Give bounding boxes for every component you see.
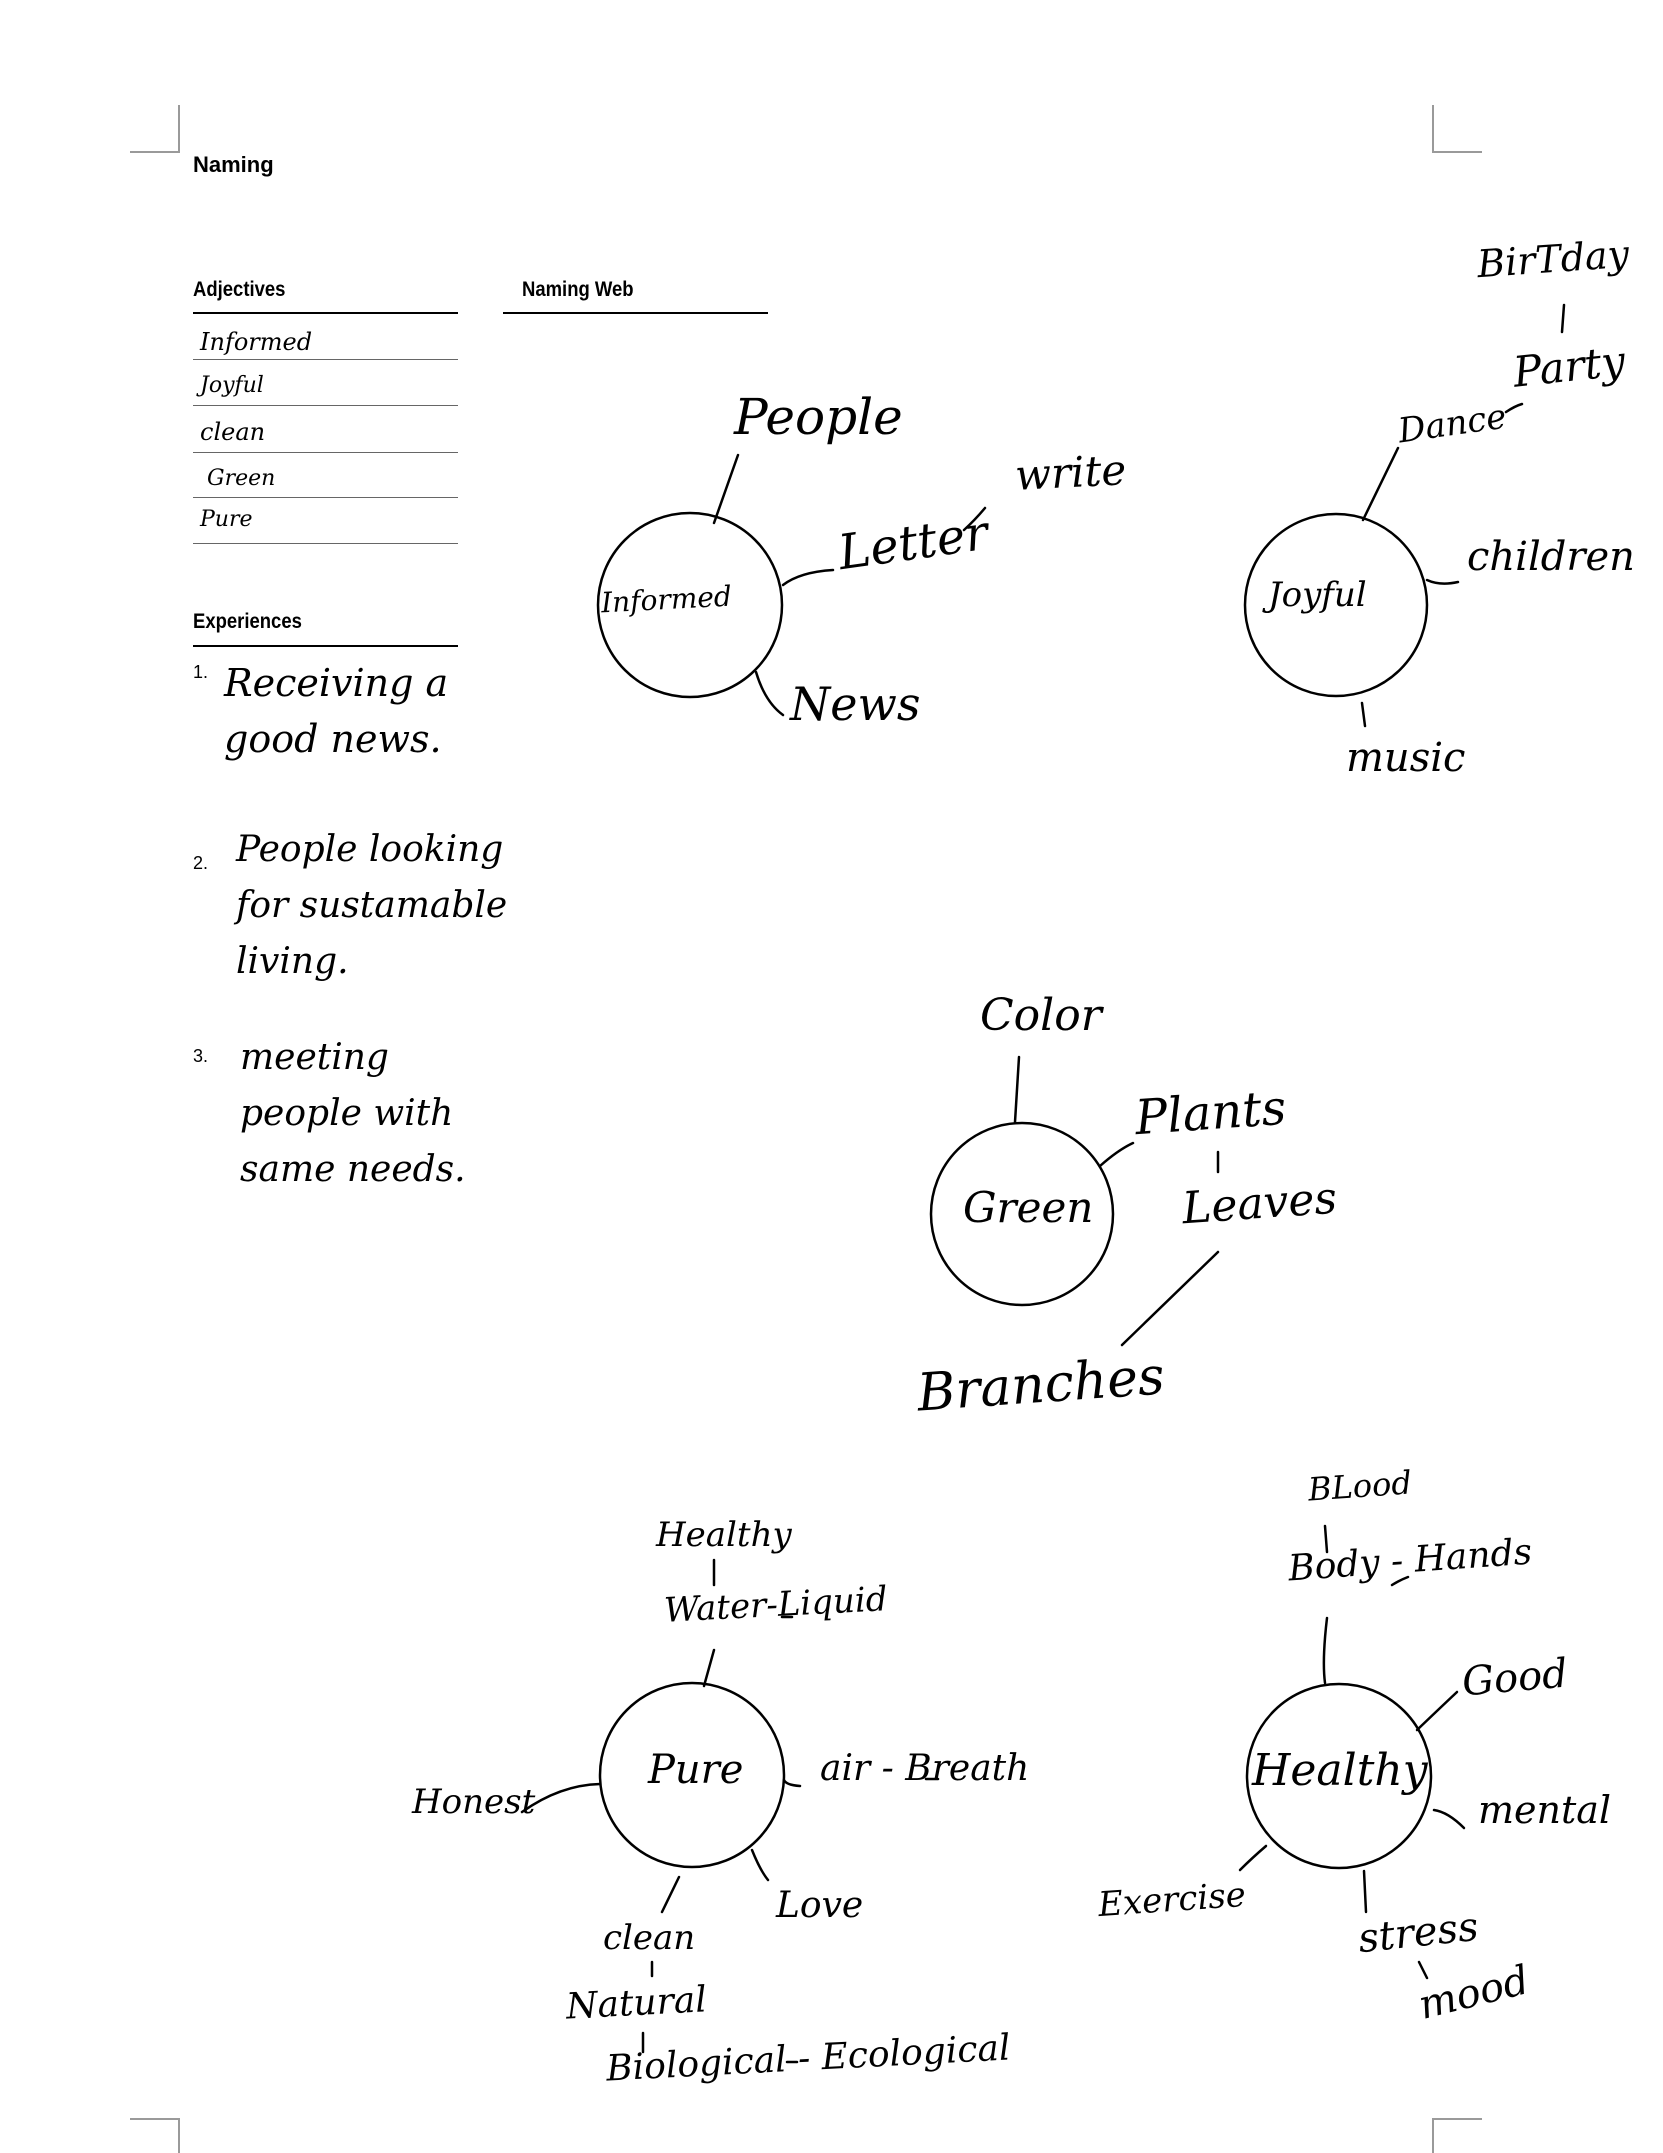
crop-mark-top-right [1432, 105, 1482, 153]
node-label: Healthy [656, 1515, 792, 1555]
connector-line [712, 453, 740, 525]
hub-circle-green [929, 1121, 1115, 1307]
connector-line [1415, 1690, 1459, 1732]
hub-label-pure: Pure [648, 1747, 744, 1793]
hub-label-informed: Informed [600, 579, 733, 620]
page-title: Naming [193, 152, 274, 177]
node-label: mental [1478, 1788, 1612, 1832]
hub-circle-pure [598, 1681, 786, 1869]
crop-mark-bottom-right [1432, 2118, 1482, 2153]
node-label: Good [1460, 1650, 1570, 1706]
node-label: Honest [412, 1782, 536, 1822]
adjective-item: clean [200, 418, 266, 446]
connector-line [782, 1778, 802, 1788]
adjective-line [193, 405, 458, 406]
node-label: BLood [1306, 1463, 1413, 1509]
node-label: music [1346, 735, 1466, 781]
adjective-item: Pure [200, 507, 253, 532]
adjectives-rule [193, 312, 458, 314]
hub-circle-healthy [1245, 1682, 1433, 1870]
experience-text: People looking for sustamable living. [236, 829, 508, 982]
experience-number: 2. [193, 853, 209, 873]
adjective-line [193, 452, 458, 453]
adjective-item: Joyful [200, 373, 264, 398]
node-label: Love [776, 1885, 864, 1926]
connector-line [1322, 1616, 1329, 1685]
connector-line [1432, 1808, 1466, 1830]
connector-line [1323, 1524, 1329, 1554]
adjective-line [193, 543, 458, 544]
node-label: People [734, 388, 903, 446]
connector-line [1098, 1141, 1135, 1168]
hub-label-joyful: Joyful [1268, 575, 1367, 615]
connector-line [1390, 1575, 1410, 1587]
connector-line [1362, 1869, 1368, 1914]
connector-line [754, 670, 785, 717]
connector-line [1013, 1055, 1021, 1124]
connector-line [1417, 1960, 1429, 1980]
connector-line [781, 568, 835, 587]
node-label: Plants [1133, 1079, 1288, 1147]
naming-web-rule [503, 312, 768, 314]
node-label: News [790, 677, 921, 731]
connector-line [1361, 446, 1400, 522]
adjective-item: Informed [200, 328, 313, 356]
experience-text: Receiving a good news. [224, 661, 449, 761]
experiences-label: Experiences [193, 610, 302, 633]
crop-mark-bottom-left [130, 2118, 180, 2153]
node-label: Color [980, 990, 1102, 1041]
hub-circle-informed [596, 511, 784, 699]
experience-number: 1. [193, 662, 209, 682]
node-label: air - Breath [820, 1748, 1030, 1789]
connector-line [1360, 701, 1367, 728]
crop-mark-top-left [130, 105, 180, 153]
connector-line [520, 1782, 602, 1814]
connector-line [1238, 1844, 1268, 1872]
connector-line [1504, 402, 1524, 414]
connector-line [1425, 578, 1460, 585]
connector-line [702, 1648, 716, 1688]
hub-circle-joyful [1243, 512, 1429, 698]
node-label: children [1467, 534, 1635, 580]
naming-web-label: Naming Web [522, 278, 634, 301]
experience-text: meeting people with same needs. [240, 1037, 466, 1190]
connector-line [660, 1875, 681, 1914]
node-label: clean [603, 1918, 696, 1958]
experiences-rule [193, 645, 458, 647]
connector-line [962, 506, 987, 532]
connector-line [1120, 1250, 1220, 1347]
adjective-item: Green [207, 466, 276, 491]
connector-line [1560, 303, 1566, 334]
connector-line [750, 1848, 770, 1882]
node-label: Leaves [1180, 1172, 1339, 1235]
adjectives-label: Adjectives [193, 278, 286, 301]
adjective-line [193, 497, 458, 498]
node-label: write [1013, 445, 1128, 500]
adjective-line [193, 359, 458, 360]
hub-label-green: Green [963, 1183, 1094, 1232]
node-label: Natural [565, 1979, 708, 2028]
experience-number: 3. [193, 1046, 209, 1066]
hub-label-healthy: Healthy [1252, 1745, 1428, 1796]
